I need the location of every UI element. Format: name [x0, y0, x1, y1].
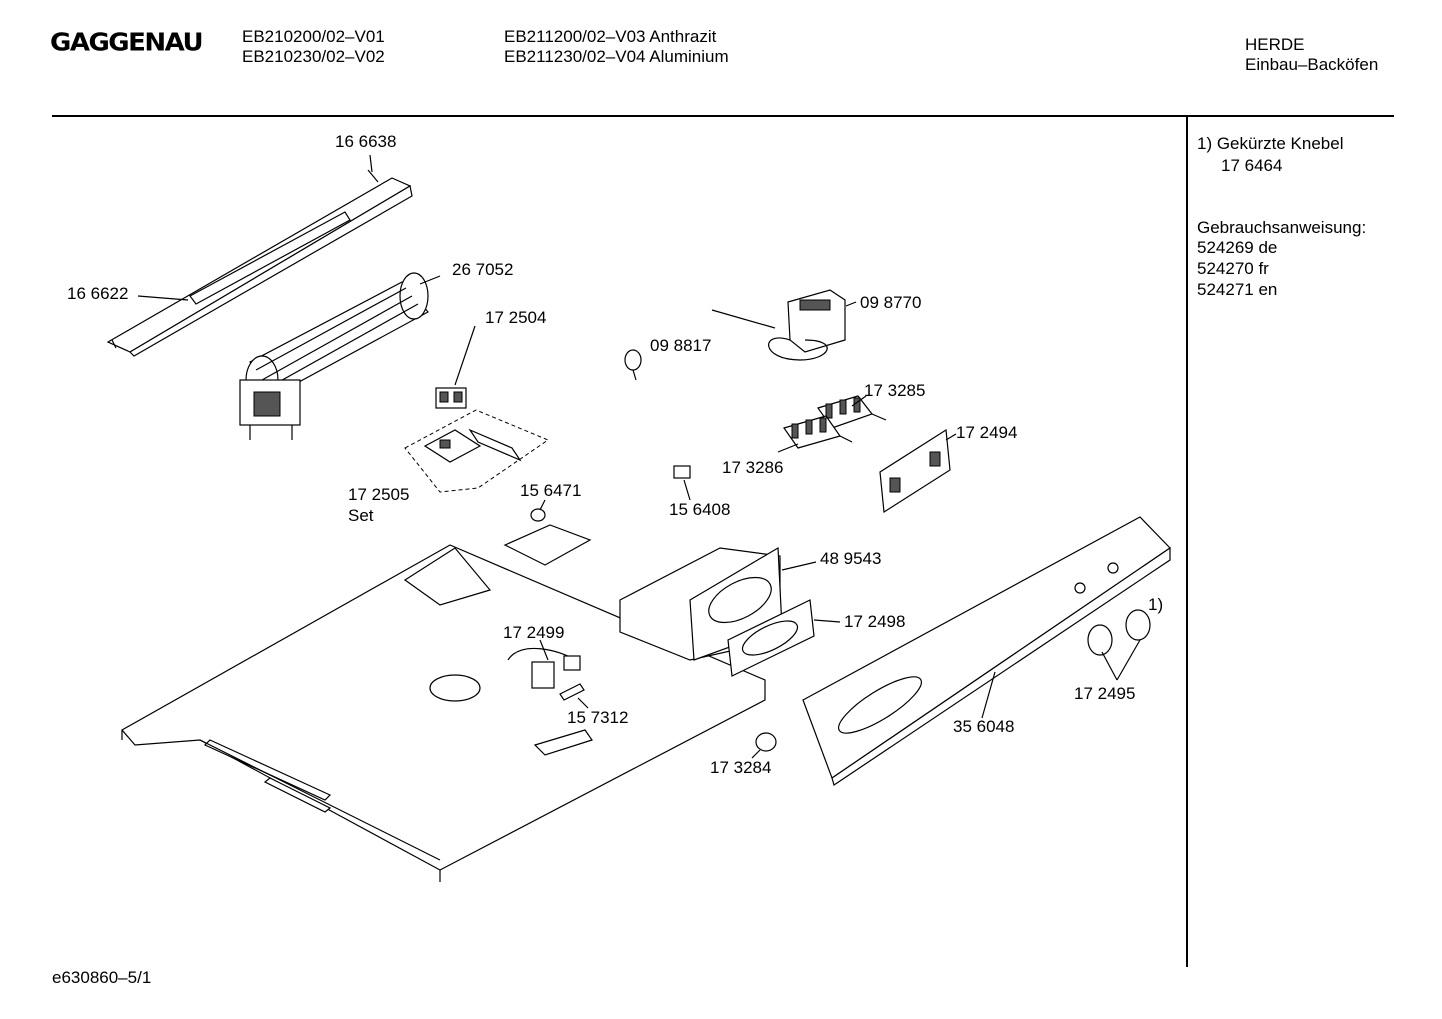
model-code: EB211230/02–V04 Aluminium: [504, 47, 729, 66]
part-label: 16 6622: [67, 284, 129, 303]
model-code: EB210200/02–V01: [242, 27, 385, 46]
part-label: 17 2494: [956, 423, 1018, 442]
category-label: HERDE: [1245, 35, 1305, 54]
display-frame-part: [727, 599, 815, 677]
electronics-set-part: [404, 409, 550, 493]
part-label: 17 3286: [722, 458, 784, 477]
pin-part: [559, 683, 585, 701]
manual-item: 524269 de: [1197, 238, 1278, 257]
manual-item: 524271 en: [1197, 280, 1278, 299]
part-label: 35 6048: [953, 717, 1015, 736]
part-label: 15 7312: [567, 708, 629, 727]
note-part-number: 17 6464: [1221, 156, 1283, 175]
part-label: Set: [348, 506, 374, 525]
part-label: 15 6471: [520, 481, 582, 500]
part-label: 17 2505: [348, 485, 410, 504]
manual-item: 524270 fr: [1197, 259, 1269, 278]
base-plate-part: [121, 524, 766, 882]
brand-logo: GAGGENAU: [50, 28, 204, 58]
part-label: 17 2495: [1074, 684, 1136, 703]
part-label: 17 2499: [503, 623, 565, 642]
note-shortened-knobs: 1) Gekürzte Knebel: [1197, 134, 1344, 153]
part-label: 16 6638: [335, 132, 397, 151]
terminal-block-part: [435, 387, 467, 409]
manual-title: Gebrauchsanweisung:: [1197, 218, 1367, 237]
part-label: 17 2498: [844, 612, 906, 631]
drawing-id: e630860–5/1: [52, 968, 152, 987]
part-label: 17 3285: [864, 381, 926, 400]
selector-switch-part: [783, 415, 853, 449]
control-panel-part: [802, 516, 1171, 786]
control-knob-part: [1087, 609, 1151, 656]
switch-bracket-part: [879, 428, 951, 514]
model-code: EB210230/02–V02: [242, 47, 385, 66]
grommet-part: [530, 508, 546, 522]
thermostat-part: [711, 289, 846, 361]
part-label: 15 6408: [669, 500, 731, 519]
part-label: 17 3284: [710, 758, 772, 777]
part-label: 17 2504: [485, 308, 547, 327]
sensor-part: [507, 647, 581, 689]
top-rail-part: [106, 169, 413, 357]
tangential-fan-part: [239, 272, 429, 440]
part-label: 26 7052: [452, 260, 514, 279]
header-divider: [52, 115, 1394, 117]
clip-part: [624, 349, 642, 381]
knob-adapter-part: [755, 732, 777, 752]
subcategory-label: Einbau–Backöfen: [1245, 55, 1379, 74]
part-label: 09 8770: [860, 293, 922, 312]
part-label: 48 9543: [820, 549, 882, 568]
note-marker: 1): [1148, 595, 1164, 614]
model-code: EB211200/02–V03 Anthrazit: [504, 27, 717, 46]
notes-divider: [1186, 117, 1188, 967]
small-switch-part: [673, 465, 691, 479]
part-label: 09 8817: [650, 336, 712, 355]
